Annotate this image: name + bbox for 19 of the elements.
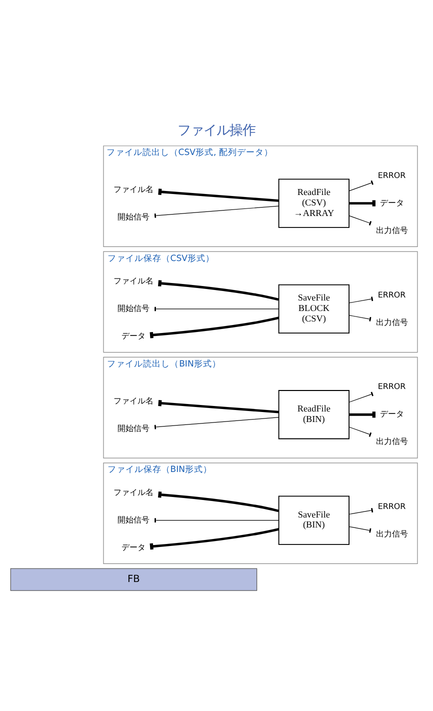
node-box: SaveFile BLOCK (CSV)	[278, 284, 350, 334]
node-box: ReadFile (BIN)	[278, 390, 350, 439]
connector	[348, 214, 372, 225]
connector	[158, 399, 279, 413]
node-box: SaveFile (BIN)	[278, 495, 350, 544]
node-box: ReadFile (CSV) →ARRAY	[278, 178, 350, 228]
connector	[154, 518, 279, 522]
diagram-title: ファイル操作	[178, 123, 256, 138]
connector	[348, 426, 372, 436]
connector	[348, 508, 374, 514]
connector	[158, 280, 279, 300]
connector	[158, 490, 279, 512]
connector	[158, 188, 279, 202]
node-box: FB	[10, 568, 258, 590]
connector	[348, 296, 374, 303]
connector	[348, 391, 374, 402]
connector	[348, 314, 372, 321]
connector	[154, 205, 279, 218]
connector	[348, 180, 374, 191]
